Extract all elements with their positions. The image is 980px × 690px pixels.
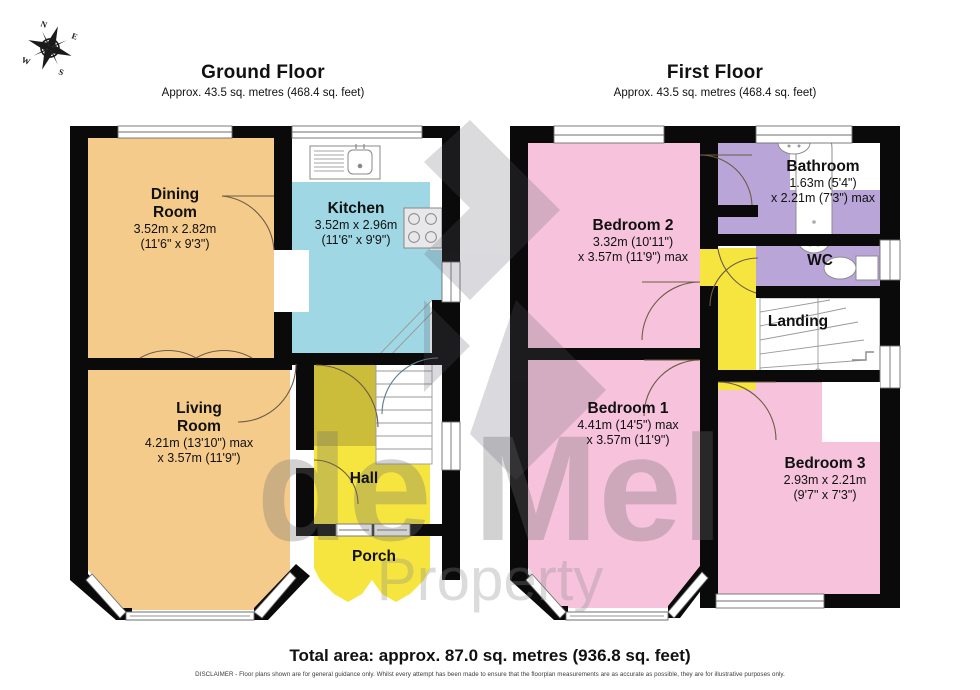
disclaimer-text: DISCLAIMER - Floor plans shown are for g… <box>195 671 785 678</box>
recess-bedroom3 <box>822 382 880 442</box>
compass-south-label: S <box>57 66 65 77</box>
compass-west-label: W <box>20 54 32 66</box>
svg-text:Property: Property <box>377 546 604 613</box>
room-fill-kitchen-nook <box>430 250 444 300</box>
first-windows <box>525 125 901 621</box>
staircase-ground <box>375 299 445 465</box>
svg-text:de Mel: de Mel <box>257 404 724 572</box>
first-floor-plan <box>510 125 901 621</box>
floor-title-ground-area: Approx. 43.5 sq. metres (468.4 sq. feet) <box>161 87 365 99</box>
sink-icon <box>347 149 373 175</box>
floor-title-first-area: Approx. 43.5 sq. metres (468.4 sq. feet) <box>613 87 817 99</box>
floor-title-ground-name: Ground Floor <box>201 62 325 83</box>
floor-title-ground: Ground Floor Approx. 43.5 sq. metres (46… <box>53 62 473 101</box>
watermark: de Mel Property <box>257 404 724 613</box>
ground-floor-plan <box>70 125 461 621</box>
toilet-icon <box>823 256 857 280</box>
staircase-first <box>759 297 881 383</box>
room-fill-porch <box>314 530 430 602</box>
ground-doors <box>139 195 439 505</box>
floor-title-first: First Floor Approx. 43.5 sq. metres (468… <box>505 62 925 101</box>
room-fill-kitchen <box>292 182 430 353</box>
basin-icon <box>777 142 811 155</box>
floor-title-first-name: First Floor <box>666 62 764 83</box>
footer: Total area: approx. 87.0 sq. metres (936… <box>0 645 980 680</box>
compass-rose-icon: N E S W <box>20 18 79 77</box>
stair-block-ground <box>314 358 376 446</box>
room-fill-bedroom2 <box>528 143 700 348</box>
recess-ground <box>277 250 309 312</box>
compass-north-label: N <box>39 18 49 30</box>
total-area-text: Total area: approx. 87.0 sq. metres (936… <box>289 646 691 665</box>
watermark-diagonal-mark <box>424 120 606 480</box>
first-doors <box>641 154 777 441</box>
ground-windows <box>85 125 461 621</box>
room-fill-dining <box>88 138 274 370</box>
kitchen-fittings <box>309 144 443 249</box>
bathroom-fittings <box>777 129 879 281</box>
room-fill-living <box>88 358 290 610</box>
porch-doors <box>335 523 411 537</box>
compass-east-label: E <box>70 30 79 41</box>
room-fill-bedroom1 <box>528 348 700 608</box>
